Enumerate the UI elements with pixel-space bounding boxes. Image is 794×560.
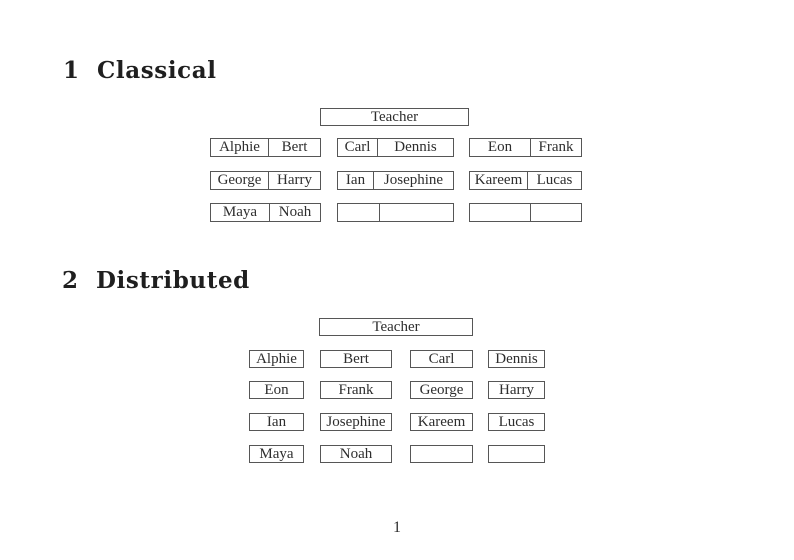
seat-box: Carl (410, 350, 473, 368)
seat-box: Frank (320, 381, 392, 399)
desk-seat-right (531, 204, 581, 221)
desk-seat-right: Lucas (536, 172, 573, 188)
desk-seat-right (380, 204, 453, 221)
desk: Maya Noah (210, 203, 321, 222)
desk-seat-left: Alphie (211, 139, 269, 156)
section-number: 1 (63, 57, 80, 84)
desk-seat-left: Eon (470, 139, 531, 156)
seat-box: Ian (249, 413, 304, 431)
teacher-label: Teacher (370, 108, 419, 125)
seat-box (488, 445, 545, 463)
seat-box: Noah (320, 445, 392, 463)
seat-box: George (410, 381, 473, 399)
desk: Eon Frank (469, 138, 582, 157)
desk: George Harry (210, 171, 321, 190)
desk-seat-left: Carl (338, 139, 378, 156)
desk-seat-left (338, 204, 380, 221)
desk (469, 203, 582, 222)
seat-box: Maya (249, 445, 304, 463)
desk-seat-right: Josephine (383, 172, 444, 188)
seat-box: Dennis (488, 350, 545, 368)
desk-seat-right: Frank (538, 139, 574, 155)
desk: Carl Dennis (337, 138, 454, 157)
seat-box: Harry (488, 381, 545, 399)
seat-box (410, 445, 473, 463)
seat-box: Alphie (249, 350, 304, 368)
desk-seat-left: Maya (211, 204, 270, 221)
desk-seat-right: Dennis (394, 139, 437, 155)
section-heading-distributed: 2 Distributed (62, 269, 250, 292)
seat-box: Josephine (320, 413, 392, 431)
seat-box: Kareem (410, 413, 473, 431)
desk-seat-left: George (211, 172, 269, 189)
seat-box: Eon (249, 381, 304, 399)
desk: Kareem Lucas (469, 171, 582, 190)
desk-seat-left: Kareem (470, 172, 528, 189)
desk-seat-left (470, 204, 531, 221)
teacher-label: Teacher (372, 318, 420, 335)
section-heading-classical: 1 Classical (63, 59, 217, 82)
section-number: 2 (62, 267, 79, 294)
desk-seat-right: Bert (281, 139, 308, 155)
section-title: Classical (97, 57, 217, 84)
desk-seat-left: Ian (338, 172, 374, 189)
desk-seat-right: Noah (278, 204, 312, 220)
seat-box: Lucas (488, 413, 545, 431)
page-number: 1 (393, 519, 401, 536)
desk: Alphie Bert (210, 138, 321, 157)
teacher-box-classical: Teacher (320, 108, 469, 126)
seat-box: Bert (320, 350, 392, 368)
section-title: Distributed (96, 267, 250, 294)
teacher-box-distributed: Teacher (319, 318, 473, 336)
desk: Ian Josephine (337, 171, 454, 190)
desk (337, 203, 454, 222)
desk-seat-right: Harry (277, 172, 312, 188)
